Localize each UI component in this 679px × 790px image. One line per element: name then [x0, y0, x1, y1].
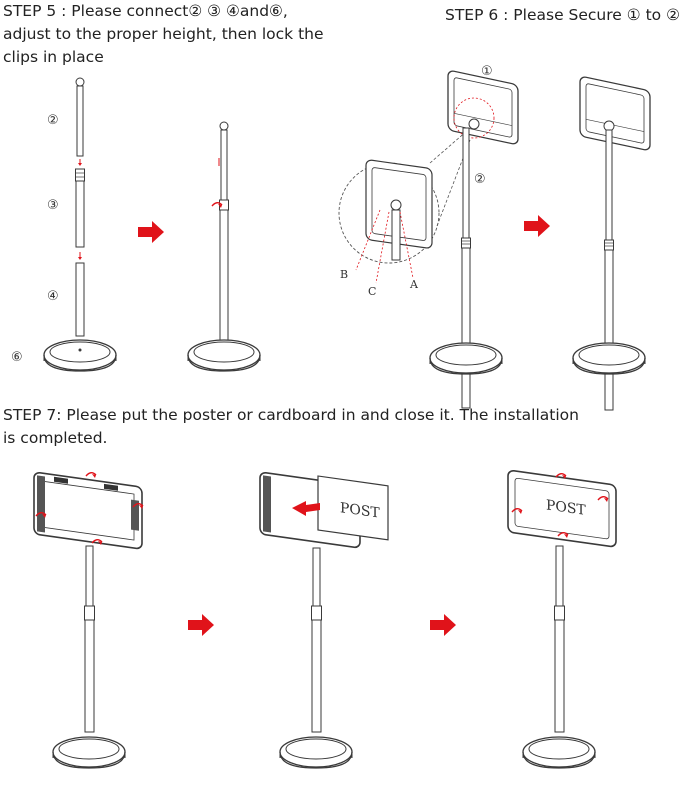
insert-arrow-icon — [292, 501, 320, 516]
detail-label-b: B — [340, 268, 348, 281]
arrow-icon — [524, 215, 550, 237]
part-label-2: ② — [47, 113, 59, 128]
step5-line-1: STEP 5 : Please connect② ③ ④and⑥, — [3, 2, 288, 20]
poster-text-1: POST — [340, 500, 380, 522]
part-label-3: ③ — [47, 198, 59, 213]
step5-instructions: STEP 5 : Please connect② ③ ④and⑥, adjust… — [3, 0, 324, 69]
arrow-icon — [430, 614, 456, 636]
step7-completed-stand: POST — [507, 469, 617, 769]
arrow-icon — [188, 614, 214, 636]
step6-title: STEP 6 : Please Secure ① to ② — [445, 6, 679, 24]
step6-part-label-1: ① — [481, 64, 493, 79]
step5-line-2: adjust to the proper height, then lock t… — [3, 25, 324, 43]
step7-inserting-poster: POST — [259, 471, 389, 769]
step5-assembled-stand — [187, 121, 261, 372]
step6-stand-with-frame — [429, 70, 519, 409]
arrow-icon — [138, 221, 164, 243]
part-label-4: ④ — [47, 289, 59, 304]
step6-detail-callout: B C A — [338, 129, 471, 298]
step5-line-3: clips in place — [3, 48, 104, 66]
step5-exploded-parts — [43, 77, 117, 372]
step7-open-frame — [33, 471, 144, 769]
step6-secured-stand — [572, 76, 651, 411]
step6-part-label-2: ② — [474, 172, 486, 187]
step7-line-1: STEP 7: Please put the poster or cardboa… — [3, 406, 579, 424]
detail-label-a: A — [409, 278, 419, 291]
poster-text-2: POST — [546, 497, 586, 519]
step7-line-2: is completed. — [3, 429, 108, 447]
detail-label-c: C — [368, 285, 376, 298]
part-label-6: ⑥ — [11, 350, 23, 365]
step7-instructions: STEP 7: Please put the poster or cardboa… — [3, 404, 579, 450]
